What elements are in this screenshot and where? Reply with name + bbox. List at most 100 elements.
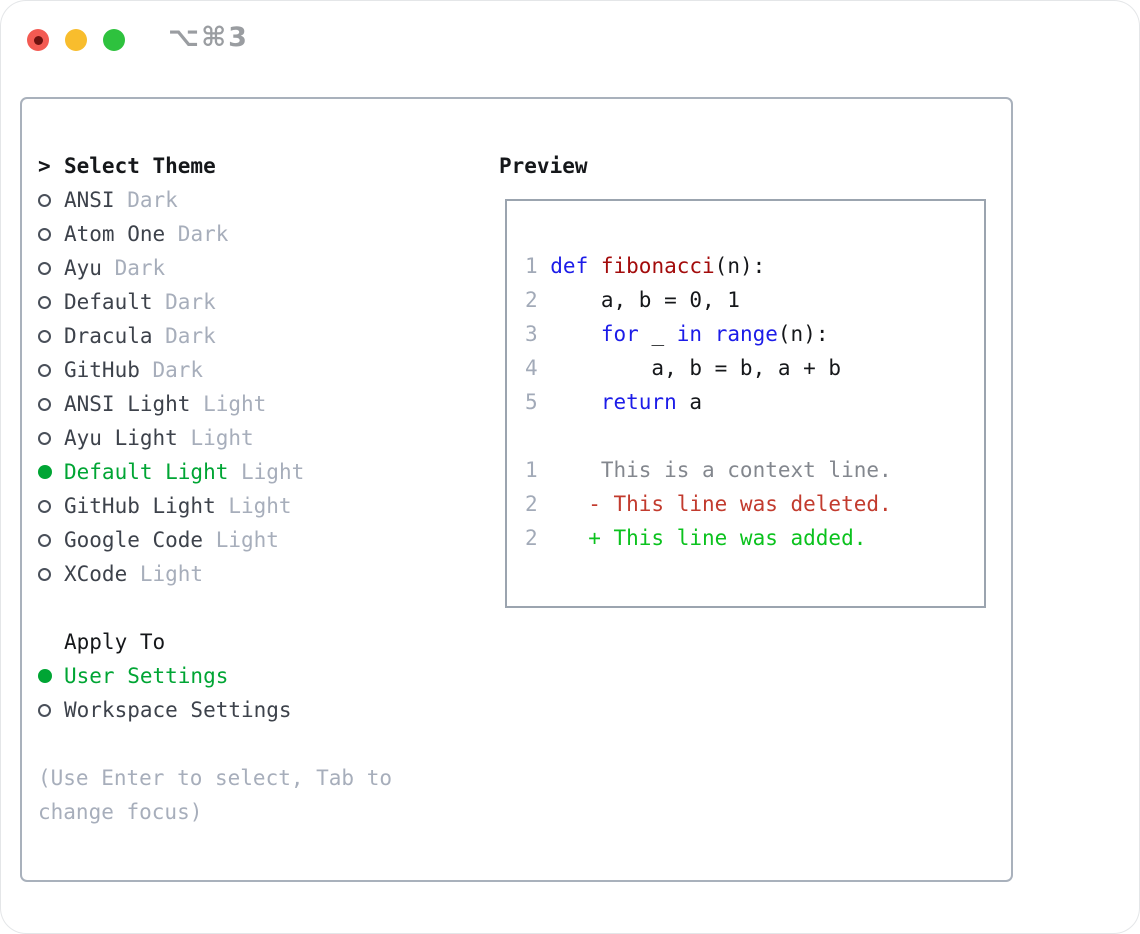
option-variant-label: Light: [127, 562, 204, 586]
theme-option[interactable]: ANSI Dark: [38, 183, 434, 217]
option-label: Google Code: [64, 528, 204, 552]
theme-option[interactable]: Ayu Light Light: [38, 421, 434, 455]
option-label: Atom One: [64, 222, 166, 246]
option-label: Dracula: [64, 324, 153, 348]
radio-icon: [38, 329, 51, 343]
option-variant-label: Light: [215, 494, 292, 518]
radio-icon: [38, 499, 51, 513]
option-label: Ayu Light: [64, 426, 178, 450]
zoom-button[interactable]: [103, 29, 125, 51]
preview-line: 1 def fibonacci(n):: [525, 249, 984, 283]
option-variant-label: Light: [228, 460, 305, 484]
theme-option[interactable]: Ayu Dark: [38, 251, 434, 285]
code-token-kw: def: [550, 254, 589, 278]
preview-title: Preview: [499, 154, 588, 178]
preview-line: 2 - This line was deleted.: [525, 487, 984, 521]
preview-line: [525, 419, 984, 453]
option-label: User Settings: [64, 664, 229, 688]
code-token-kw: range: [714, 322, 778, 346]
apply-to-title: Apply To: [64, 630, 166, 654]
focus-caret-icon: >: [38, 154, 51, 178]
theme-option[interactable]: ANSI Light Light: [38, 387, 434, 421]
code-token-plain: [550, 322, 601, 346]
line-number: 2: [525, 526, 538, 550]
radio-icon: [38, 261, 51, 275]
minimize-button[interactable]: [65, 29, 87, 51]
code-token-del: - This line was deleted.: [550, 492, 892, 516]
code-token-plain: a: [676, 390, 703, 414]
theme-option[interactable]: GitHub Light Light: [38, 489, 434, 523]
radio-icon: [38, 227, 51, 241]
radio-selected-icon: [38, 669, 52, 683]
code-token-plain: (n):: [714, 254, 766, 278]
code-token-plain: _: [638, 322, 677, 346]
option-label: GitHub Light: [64, 494, 216, 518]
option-variant-label: Light: [177, 426, 254, 450]
option-variant-label: Dark: [101, 256, 166, 280]
radio-icon: [38, 193, 51, 207]
radio-icon: [38, 397, 51, 411]
preview-line: 4 a, b = b, a + b: [525, 351, 984, 385]
option-label: Default: [64, 290, 153, 314]
radio-icon: [38, 703, 51, 717]
apply-option[interactable]: Workspace Settings: [38, 693, 434, 727]
code-token-plain: a, b = b, a + b: [550, 356, 842, 380]
keyboard-hint: (Use Enter to select, Tab to change focu…: [38, 766, 393, 824]
option-variant-label: Dark: [152, 324, 216, 348]
radio-icon: [38, 363, 51, 377]
main-panel: [20, 97, 1013, 882]
line-number: 1: [525, 458, 538, 482]
option-label: GitHub: [64, 358, 140, 382]
radio-icon: [38, 295, 51, 309]
apply-to-header: Apply To: [38, 625, 434, 659]
code-token-kw: in: [676, 322, 703, 346]
line-number: 2: [525, 288, 538, 312]
option-label: Default Light: [64, 460, 229, 484]
line-number: 3: [525, 322, 538, 346]
option-variant-label: Light: [190, 392, 267, 416]
preview-line: 5 return a: [525, 385, 984, 419]
theme-option[interactable]: GitHub Dark: [38, 353, 434, 387]
traffic-lights: [27, 29, 125, 51]
close-dot-icon: [33, 35, 43, 45]
radio-icon: [38, 567, 51, 581]
line-number: 1: [525, 254, 538, 278]
apply-option-selected[interactable]: User Settings: [38, 659, 434, 693]
preview-line: 1 This is a context line.: [525, 453, 984, 487]
code-token-plain: [588, 254, 601, 278]
option-variant-label: Dark: [152, 290, 216, 314]
code-token-add: + This line was added.: [550, 526, 867, 550]
theme-option[interactable]: Dracula Dark: [38, 319, 434, 353]
code-token-plain: (n):: [777, 322, 829, 346]
theme-option[interactable]: Default Dark: [38, 285, 434, 319]
radio-icon: [38, 533, 51, 547]
option-variant-label: Light: [203, 528, 279, 552]
code-token-plain: a, b = 0, 1: [550, 288, 740, 312]
option-variant-label: Dark: [139, 358, 204, 382]
preview-line: 2 a, b = 0, 1: [525, 283, 984, 317]
spacer: [38, 591, 434, 625]
option-variant-label: Dark: [114, 188, 178, 212]
code-token-kw: return: [600, 390, 677, 414]
window-shortcut-label: ⌥⌘3: [168, 22, 249, 53]
theme-option[interactable]: Atom One Dark: [38, 217, 434, 251]
preview-line: 3 for _ in range(n):: [525, 317, 984, 351]
option-label: Ayu: [64, 256, 102, 280]
theme-option-selected[interactable]: Default Light Light: [38, 455, 434, 489]
option-variant-label: Dark: [165, 222, 229, 246]
code-token-fn: fibonacci: [600, 254, 715, 278]
line-number: 4: [525, 356, 538, 380]
radio-selected-icon: [38, 465, 52, 479]
spacer: [38, 727, 434, 761]
theme-option[interactable]: Google Code Light: [38, 523, 434, 557]
radio-icon: [38, 431, 51, 445]
close-button[interactable]: [27, 29, 49, 51]
theme-option[interactable]: XCode Light: [38, 557, 434, 591]
option-label: ANSI: [64, 188, 115, 212]
code-token-ctx: This is a context line.: [550, 458, 892, 482]
